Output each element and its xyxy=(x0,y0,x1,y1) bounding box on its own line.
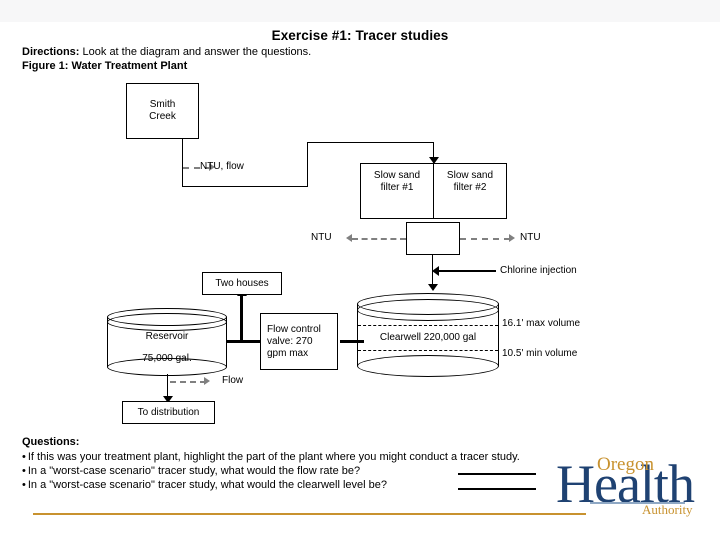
logo-authority-text: Authority xyxy=(642,502,693,517)
flow-arrowhead xyxy=(204,377,210,385)
valve-to-reservoir-line xyxy=(222,340,261,343)
ntu-flow-dash xyxy=(183,167,211,169)
label-ntu-flow: NTU, flow xyxy=(200,161,244,172)
question-item-2: •In a "worst-case scenario" tracer study… xyxy=(22,464,520,478)
figure-caption: Figure 1: Water Treatment Plant xyxy=(22,60,188,72)
node-slow-sand-filter-1[interactable]: Slow sand filter #1 xyxy=(360,163,434,219)
bullet-icon: • xyxy=(22,465,26,477)
question-text-3: In a "worst-case scenario" tracer study,… xyxy=(27,479,388,491)
clearwell-bottom-ellipse xyxy=(357,355,499,377)
page-title: Exercise #1: Tracer studies xyxy=(271,28,449,43)
question-text-2: In a "worst-case scenario" tracer study,… xyxy=(27,465,361,477)
node-filter-effluent[interactable] xyxy=(406,222,460,255)
two-houses-label: Two houses xyxy=(215,277,269,289)
ntu-right-arrowhead xyxy=(509,234,515,242)
directions-label: Directions: xyxy=(22,46,80,58)
clearwell-max-level-line xyxy=(358,325,498,326)
question-item-3: •In a "worst-case scenario" tracer study… xyxy=(22,478,520,492)
label-ntu-right: NTU xyxy=(520,232,541,243)
distribution-arrowhead xyxy=(163,396,173,403)
bullet-icon: • xyxy=(22,451,26,463)
node-flow-control-valve[interactable]: Flow control valve: 270 gpm max xyxy=(260,313,338,370)
label-flow: Flow xyxy=(222,375,244,386)
logo-oregon-text: Oregon xyxy=(597,454,654,475)
arrowhead-into-clearwell xyxy=(428,284,438,291)
filter1-line2: filter #1 xyxy=(380,182,414,193)
smith-creek-line2: Creek xyxy=(149,111,176,122)
ntu-left-dash xyxy=(352,238,406,240)
answer-blank-2[interactable] xyxy=(458,488,536,490)
label-ntu-left: NTU xyxy=(311,232,332,243)
channel-top-left xyxy=(307,142,434,143)
reservoir-top-inner-ellipse xyxy=(107,313,227,331)
directions-text: Look at the diagram and answer the quest… xyxy=(82,46,312,58)
directions-line: Directions: Look at the diagram and answ… xyxy=(22,46,311,58)
reservoir-volume: 75,000 gal. xyxy=(142,353,192,364)
answer-blank-1[interactable] xyxy=(458,473,536,475)
channel-riser xyxy=(307,142,308,187)
questions-heading: Questions: xyxy=(22,436,80,448)
chlorine-arrowhead xyxy=(432,266,439,276)
flow-dash xyxy=(170,381,206,383)
node-reservoir[interactable]: Reservoir 75,000 gal. xyxy=(107,308,227,376)
filter1-line1: Slow sand xyxy=(373,170,421,181)
node-clearwell[interactable]: Clearwell 220,000 gal xyxy=(357,293,499,377)
valve-line2: valve: 270 xyxy=(267,335,313,347)
arrowhead-into-filters xyxy=(429,157,439,164)
question-text-1: If this was your treatment plant, highli… xyxy=(27,451,520,463)
questions-list: •If this was your treatment plant, highl… xyxy=(22,450,520,492)
question-item-1: •If this was your treatment plant, highl… xyxy=(22,450,520,464)
channel-bottom xyxy=(182,186,308,187)
valve-line3: gpm max xyxy=(267,347,309,359)
ntu-right-dash xyxy=(460,238,510,240)
node-smith-creek[interactable]: Smith Creek xyxy=(126,83,199,139)
top-band xyxy=(0,0,720,22)
clearwell-to-valve-line xyxy=(340,340,364,343)
node-two-houses[interactable]: Two houses xyxy=(202,272,282,295)
chlorine-injection-line xyxy=(439,270,496,272)
reservoir-outlet-line xyxy=(167,374,168,399)
node-slow-sand-filter-2[interactable]: Slow sand filter #2 xyxy=(433,163,507,219)
reservoir-name: Reservoir xyxy=(145,331,189,342)
channel-drop-to-filter xyxy=(433,142,434,164)
branch-to-two-houses-line xyxy=(240,295,243,341)
logo-swoosh xyxy=(590,502,685,504)
clearwell-top-inner-ellipse xyxy=(357,299,499,321)
valve-line1: Flow control xyxy=(267,323,321,335)
footer-rule xyxy=(33,513,586,515)
smith-creek-line1: Smith xyxy=(149,99,176,110)
node-to-distribution[interactable]: To distribution xyxy=(122,401,215,424)
bullet-icon: • xyxy=(22,479,26,491)
clearwell-label: Clearwell 220,000 gal xyxy=(379,332,477,343)
filter2-line1: Slow sand xyxy=(446,170,494,181)
label-chlorine-injection: Chlorine injection xyxy=(500,265,577,276)
label-max-volume: 16.1' max volume xyxy=(502,318,581,329)
ntu-left-arrowhead xyxy=(346,234,352,242)
oregon-health-authority-logo: Health Oregon Authority xyxy=(556,455,716,525)
to-distribution-label: To distribution xyxy=(137,406,200,418)
channel-left-wall xyxy=(182,139,183,187)
clearwell-min-level-line xyxy=(358,350,498,351)
ntu-flow-arrowhead xyxy=(209,163,215,171)
filter2-line2: filter #2 xyxy=(453,182,487,193)
label-min-volume: 10.5' min volume xyxy=(502,348,578,359)
